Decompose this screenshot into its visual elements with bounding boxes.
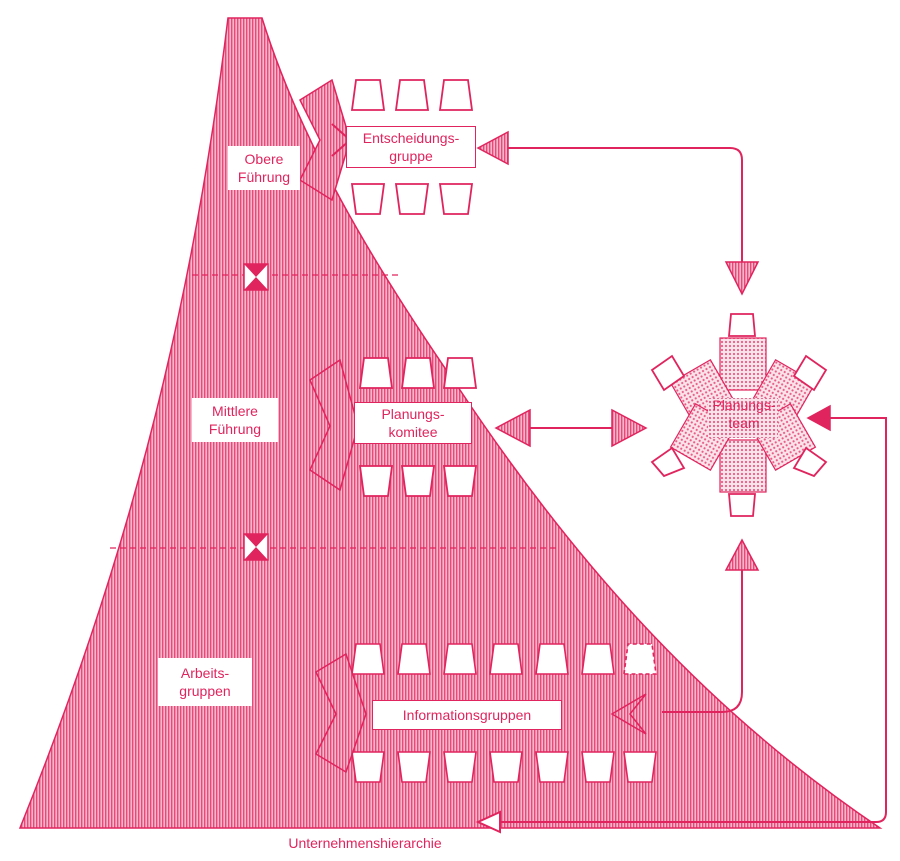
information-groups-chairs	[351, 643, 657, 783]
information-groups-arrow	[315, 652, 367, 774]
arrow-left-icon	[806, 404, 831, 432]
level-label-middle-management: Mittlere Führung	[192, 398, 278, 442]
arrow-right-icon	[611, 408, 648, 448]
planning-committee-label: Planungs- komitee	[354, 402, 472, 444]
hourglass-icon	[243, 533, 269, 561]
arrow-left-icon	[475, 810, 501, 834]
arrow-up-icon	[724, 538, 760, 571]
diagram-caption: Unternehmenshierarchie	[288, 835, 442, 851]
planning-committee-arrow	[309, 358, 359, 492]
level-label-top-management: Obere Führung	[228, 146, 300, 190]
arrow-left-icon	[494, 408, 531, 448]
arrow-left-icon	[476, 130, 509, 166]
decision-group-label: Entscheidungs- gruppe	[346, 126, 476, 168]
decision-group-chairs	[350, 79, 474, 215]
connection-lines	[498, 147, 887, 823]
decision-group-arrow	[299, 78, 351, 202]
information-groups-back-arrow	[610, 693, 647, 735]
arrow-down-icon	[724, 261, 760, 296]
level-label-work-groups: Arbeits- gruppen	[158, 658, 252, 706]
planning-team-star	[669, 337, 817, 493]
hourglass-icon	[243, 263, 269, 291]
planning-committee-chairs	[358, 357, 478, 497]
planning-team-label: Planungs- team	[712, 397, 776, 431]
information-groups-label: Informationsgruppen	[372, 700, 562, 730]
planning-team-chairs	[650, 313, 828, 517]
